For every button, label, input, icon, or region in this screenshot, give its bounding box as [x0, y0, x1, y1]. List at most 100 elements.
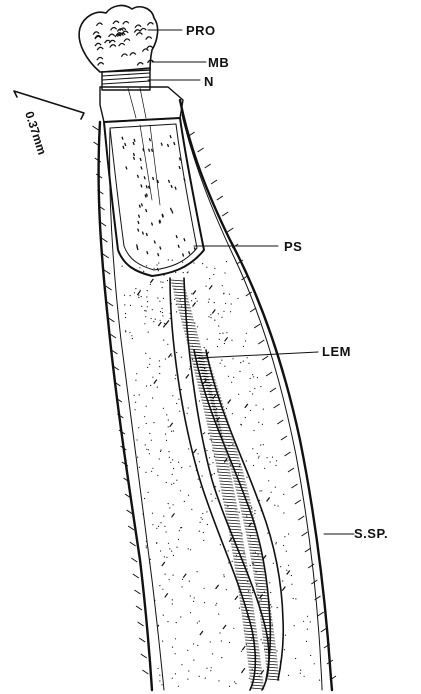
stipple-dot [291, 575, 292, 576]
stipple-dot [314, 663, 315, 664]
lemniscus-striation [213, 448, 226, 449]
lemniscus-striation [243, 625, 256, 626]
sheath-dot [152, 149, 153, 152]
stipple-dot [145, 472, 146, 473]
stipple-dot [206, 511, 207, 512]
lemniscus-striation [243, 622, 256, 623]
stipple-dot [219, 339, 220, 340]
stipple-dot [200, 487, 201, 488]
lemniscus-striation [222, 496, 235, 497]
stipple-dot [176, 547, 177, 548]
stipple-dot [131, 335, 132, 336]
lemniscus-striation [245, 640, 258, 641]
lemniscus-striation [249, 673, 262, 674]
stipple-dot [160, 320, 161, 321]
somatic-spine [258, 340, 264, 344]
sheath-dot [152, 223, 153, 226]
stipple-dot [172, 678, 173, 679]
stipple-dot [204, 588, 205, 589]
lemniscus-striation [242, 619, 255, 620]
stipple-dot [183, 272, 184, 273]
stipple-dot [251, 638, 252, 639]
somatic-spine [130, 542, 136, 546]
stipple-dot [270, 592, 271, 593]
body-spine-mark [245, 404, 248, 408]
stipple-dot [216, 408, 217, 409]
sheath-dot [154, 241, 155, 244]
proboscis-hook [137, 63, 143, 66]
sheath-dot [149, 186, 150, 189]
stipple-dot [144, 498, 145, 499]
somatic-spine [205, 164, 211, 168]
stipple-dot [306, 641, 307, 642]
stipple-dot [213, 274, 214, 275]
stipple-dot [150, 385, 151, 386]
stipple-dot [276, 650, 277, 651]
stipple-dot [211, 440, 212, 441]
lemniscus-striation [250, 556, 262, 557]
stipple-dot [175, 653, 176, 654]
stipple-dot [286, 551, 287, 552]
body-spine-mark [216, 585, 219, 589]
stipple-dot [189, 581, 190, 582]
lemniscus-striation [250, 676, 263, 677]
body-spine-mark [209, 285, 212, 289]
stipple-dot [166, 440, 167, 441]
somatic-spine [318, 612, 324, 616]
stipple-dot [224, 343, 225, 344]
sheath-dot [189, 251, 190, 254]
somatic-spine [198, 148, 204, 152]
stipple-dot [248, 591, 249, 592]
somatic-spine [128, 526, 134, 530]
somatic-spine [189, 132, 195, 136]
stipple-dot [304, 676, 305, 677]
sheath-dot [178, 245, 179, 248]
lemniscus-striation [251, 685, 264, 686]
stipple-dot [204, 347, 205, 348]
lemniscus-striation [231, 544, 244, 545]
label-mb: MB [208, 55, 229, 70]
stipple-dot [223, 293, 224, 294]
stipple-dot [124, 295, 125, 296]
somatic-spine [295, 500, 301, 504]
stipple-dot [240, 424, 241, 425]
stipple-dot [267, 457, 268, 458]
proboscis-hook [146, 37, 152, 40]
lemniscus-striation [179, 310, 192, 311]
stipple-dot [222, 333, 223, 334]
stipple-dot [160, 550, 161, 551]
stipple-dot [231, 340, 232, 341]
body-spine-mark [183, 574, 186, 578]
lemniscus-striation [241, 607, 254, 608]
stipple-dot [245, 417, 246, 418]
lemniscus-striation [248, 544, 260, 545]
lemniscus-striation [262, 631, 274, 632]
somatic-spine [266, 372, 272, 376]
sheath-dot [126, 166, 127, 169]
stipple-dot [162, 287, 163, 288]
proboscis-hook [142, 49, 148, 52]
lemniscus-striation [246, 646, 259, 647]
lemniscus-striation [236, 577, 249, 578]
stipple-dot [199, 400, 200, 401]
proboscis-hook [96, 23, 102, 26]
sheath-dot [146, 185, 147, 188]
lemniscus-striation [250, 679, 263, 680]
stipple-dot [233, 377, 234, 378]
lemniscus-striation [247, 652, 260, 653]
somatic-spine [284, 452, 290, 456]
stipple-dot [210, 384, 211, 385]
stipple-dot [203, 532, 204, 533]
neck-line-1 [128, 88, 136, 118]
stipple-dot [206, 286, 207, 287]
lemniscus-striation [244, 634, 257, 635]
stipple-dot [223, 311, 224, 312]
lemniscus-striation [231, 469, 243, 470]
stipple-dot [249, 391, 250, 392]
stipple-dot [272, 457, 273, 458]
sheath-dot [146, 194, 147, 197]
stipple-dot [250, 410, 251, 411]
proboscis-hook [119, 43, 125, 46]
lemniscus-striation [222, 493, 235, 494]
